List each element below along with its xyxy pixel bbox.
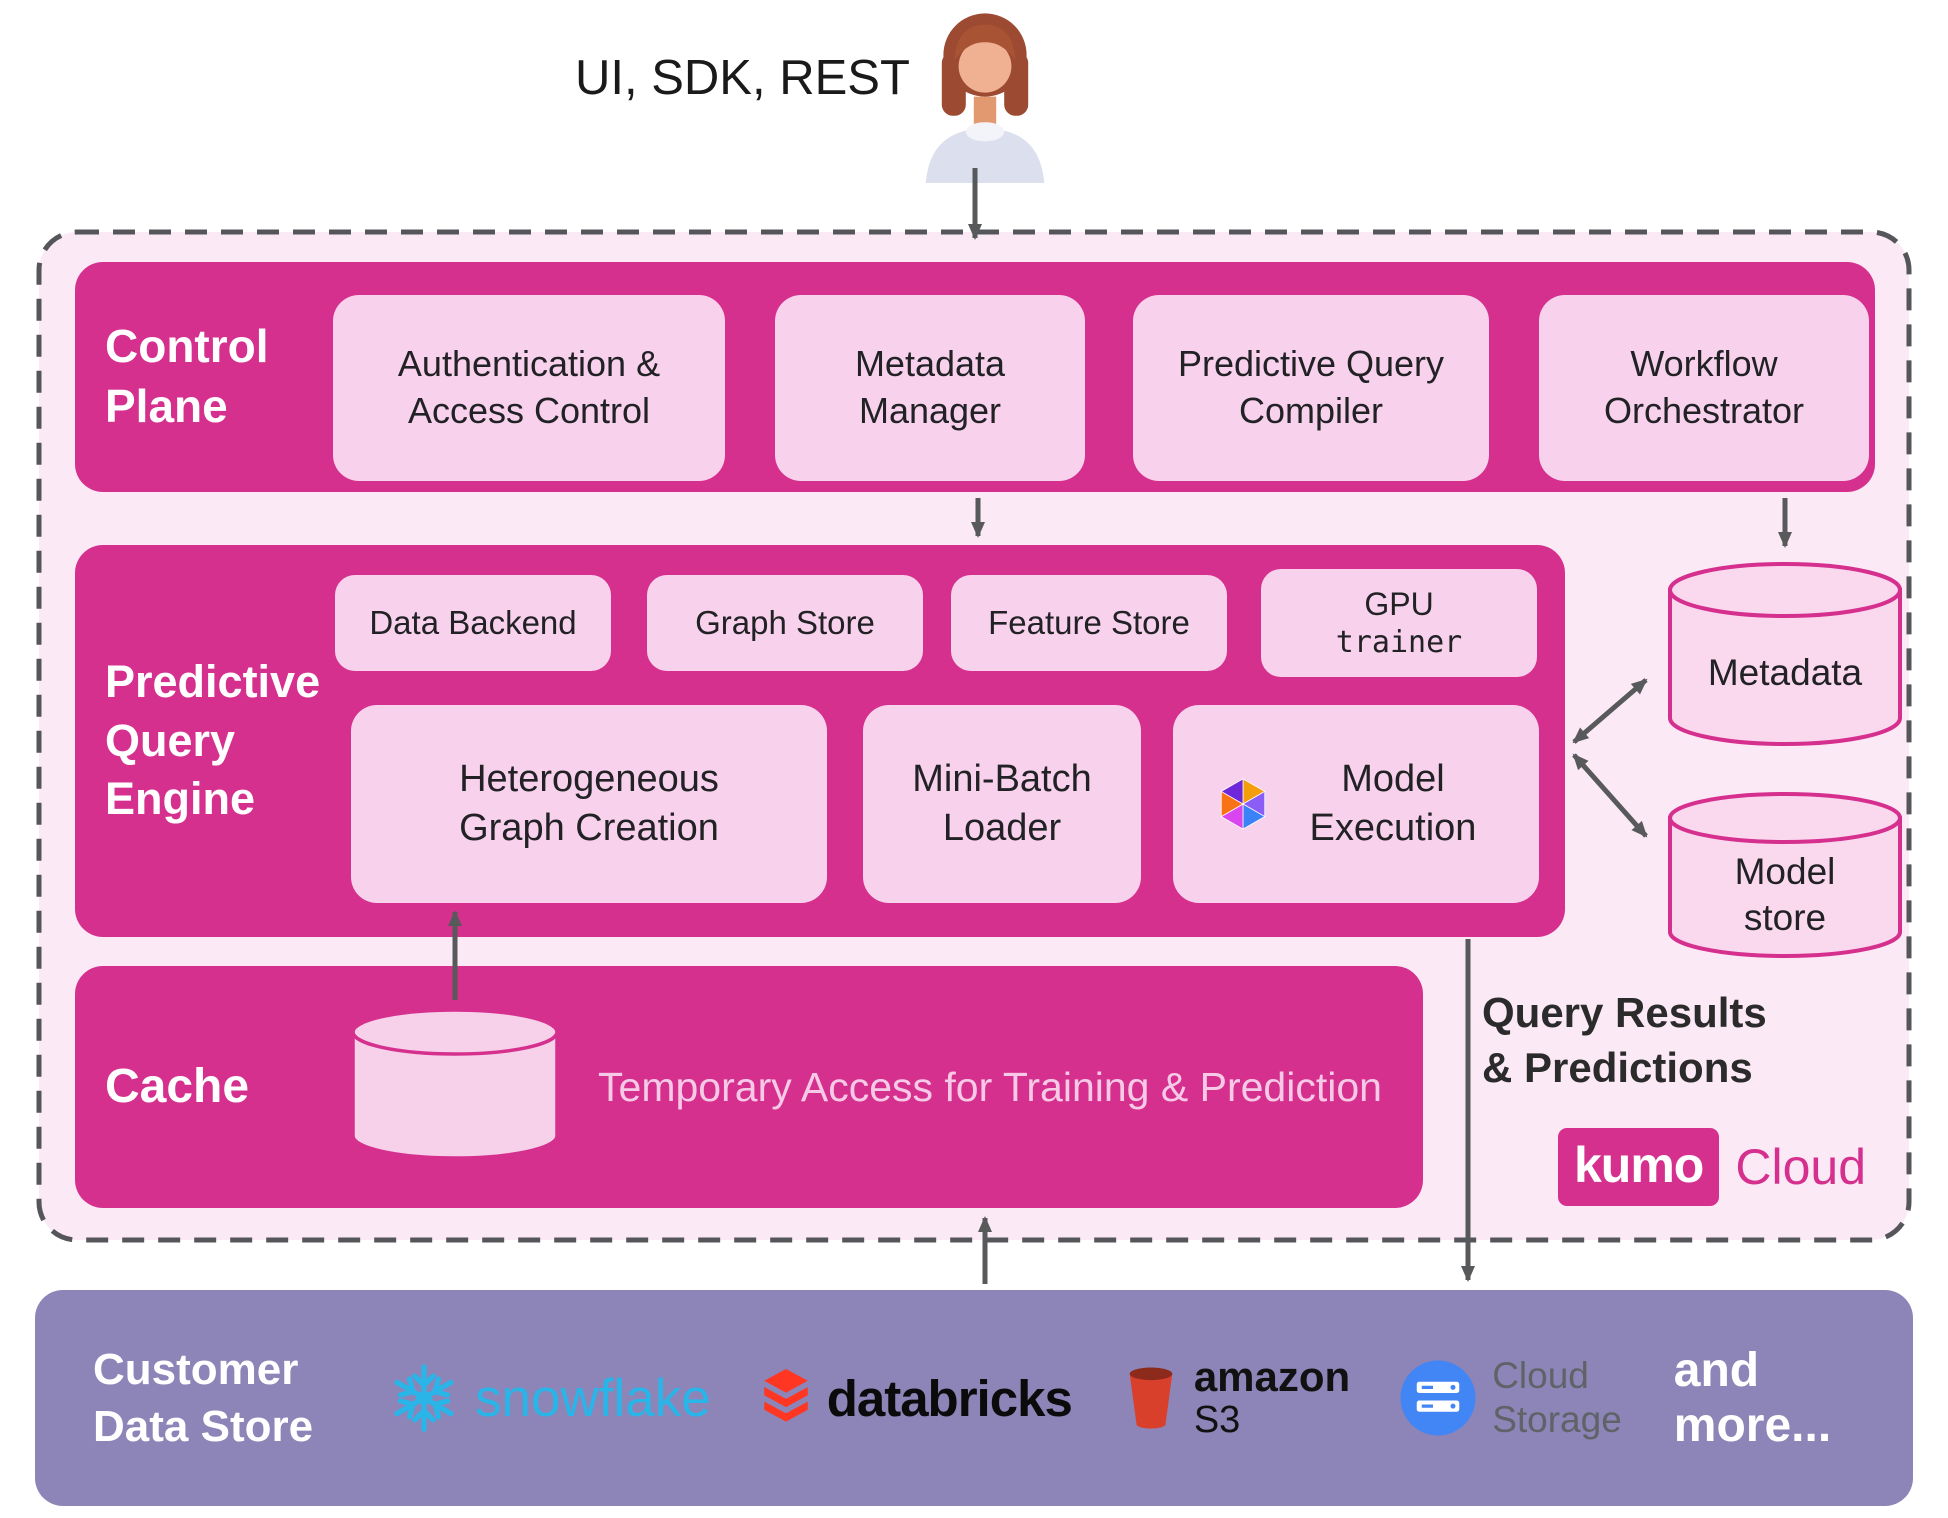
predictive-query-engine-section: Predictive Query Engine Data Backend Gra… bbox=[75, 545, 1565, 937]
model-store: Model store bbox=[1662, 788, 1908, 964]
interface-label: UI, SDK, REST bbox=[575, 51, 910, 105]
control-plane-section: Control Plane Authentication & Access Co… bbox=[75, 262, 1875, 492]
predictive-query-compiler-box: Predictive Query Compiler bbox=[1133, 295, 1489, 481]
cache-description: Temporary Access for Training & Predicti… bbox=[598, 1063, 1382, 1110]
model-store-cylinder-icon bbox=[1668, 792, 1902, 958]
user-avatar-icon bbox=[905, 2, 1065, 188]
snowflake-logo: snowflake bbox=[387, 1361, 711, 1435]
cloud-storage-icon bbox=[1398, 1358, 1478, 1438]
kumo-logo-suffix: Cloud bbox=[1735, 1139, 1866, 1195]
mini-batch-loader-label: Mini-Batch Loader bbox=[912, 757, 1092, 849]
heterogeneous-graph-creation-label: Heterogeneous Graph Creation bbox=[459, 757, 719, 849]
customer-data-store-label: Customer Data Store bbox=[93, 1344, 314, 1451]
model-execution-label: Model Execution bbox=[1309, 757, 1477, 849]
data-backend-label: Data Backend bbox=[369, 604, 577, 641]
amazon-s3-icon bbox=[1120, 1362, 1182, 1434]
cache-label: Cache bbox=[105, 1059, 250, 1113]
databricks-logo: databricks bbox=[757, 1365, 1073, 1431]
trainer-label: trainer bbox=[1335, 625, 1463, 661]
feature-store-box: Feature Store bbox=[951, 575, 1227, 671]
feature-store-label: Feature Store bbox=[988, 604, 1190, 641]
kumo-cloud-boundary: Control Plane Authentication & Access Co… bbox=[35, 228, 1913, 1244]
data-backend-box: Data Backend bbox=[335, 575, 611, 671]
auth-access-control-label: Authentication & Access Control bbox=[397, 343, 661, 431]
snowflake-wordmark: snowflake bbox=[475, 1368, 711, 1428]
cache-cylinder-icon bbox=[347, 1004, 563, 1166]
heterogeneous-graph-creation-box: Heterogeneous Graph Creation bbox=[351, 705, 827, 903]
cloud-storage-logo: Cloud Storage bbox=[1398, 1354, 1622, 1443]
metadata-store: Metadata bbox=[1662, 556, 1908, 752]
gpu-label: GPU bbox=[1364, 586, 1434, 623]
databricks-wordmark: databricks bbox=[826, 1369, 1073, 1427]
person-icon bbox=[925, 13, 1045, 183]
query-results-annotation: Query Results & Predictions bbox=[1482, 986, 1767, 1095]
amazon-text: amazon bbox=[1193, 1353, 1351, 1400]
model-gem-icon bbox=[1214, 775, 1272, 833]
metadata-manager-label: Metadata Manager bbox=[854, 343, 1006, 431]
customer-data-store-section: Customer Data Store snowfl bbox=[35, 1290, 1913, 1506]
graph-store-label: Graph Store bbox=[695, 604, 875, 641]
auth-access-control-box: Authentication & Access Control bbox=[333, 295, 725, 481]
amazon-s3-logo: amazon S3 bbox=[1120, 1353, 1351, 1442]
gpu-trainer-box: GPU trainer bbox=[1261, 569, 1537, 677]
cloud-text: Cloud bbox=[1492, 1354, 1589, 1396]
model-execution-box: Model Execution bbox=[1173, 705, 1539, 903]
query-results-line1: Query Results bbox=[1482, 989, 1767, 1036]
cache-section: Cache Temporary Access for Training & Pr… bbox=[75, 966, 1423, 1208]
predictive-query-engine-label: Predictive Query Engine bbox=[105, 656, 321, 825]
amazon-s3-wordmark: amazon S3 bbox=[1193, 1353, 1351, 1442]
storage-text: Storage bbox=[1492, 1399, 1622, 1440]
query-results-line2: & Predictions bbox=[1482, 1043, 1753, 1091]
predictive-query-compiler-label: Predictive Query Compiler bbox=[1177, 343, 1445, 431]
model-store-label: Model store bbox=[1734, 850, 1836, 938]
metadata-store-label: Metadata bbox=[1707, 651, 1863, 693]
control-plane-label: Control Plane bbox=[105, 320, 269, 432]
kumo-logo-mark: kumo bbox=[1558, 1128, 1720, 1206]
metadata-cylinder-icon bbox=[1668, 562, 1902, 746]
workflow-orchestrator-label: Workflow Orchestrator bbox=[1603, 343, 1805, 431]
workflow-orchestrator-box: Workflow Orchestrator bbox=[1539, 295, 1869, 481]
snowflake-icon bbox=[387, 1361, 461, 1435]
mini-batch-loader-box: Mini-Batch Loader bbox=[863, 705, 1141, 903]
graph-store-box: Graph Store bbox=[647, 575, 923, 671]
and-more-label: and more... bbox=[1673, 1344, 1832, 1452]
cloud-storage-wordmark: Cloud Storage bbox=[1492, 1354, 1622, 1443]
s3-text: S3 bbox=[1193, 1399, 1241, 1442]
metadata-manager-box: Metadata Manager bbox=[775, 295, 1085, 481]
databricks-icon bbox=[757, 1365, 815, 1431]
kumo-cloud-logo: kumo Cloud bbox=[1558, 1128, 1866, 1206]
